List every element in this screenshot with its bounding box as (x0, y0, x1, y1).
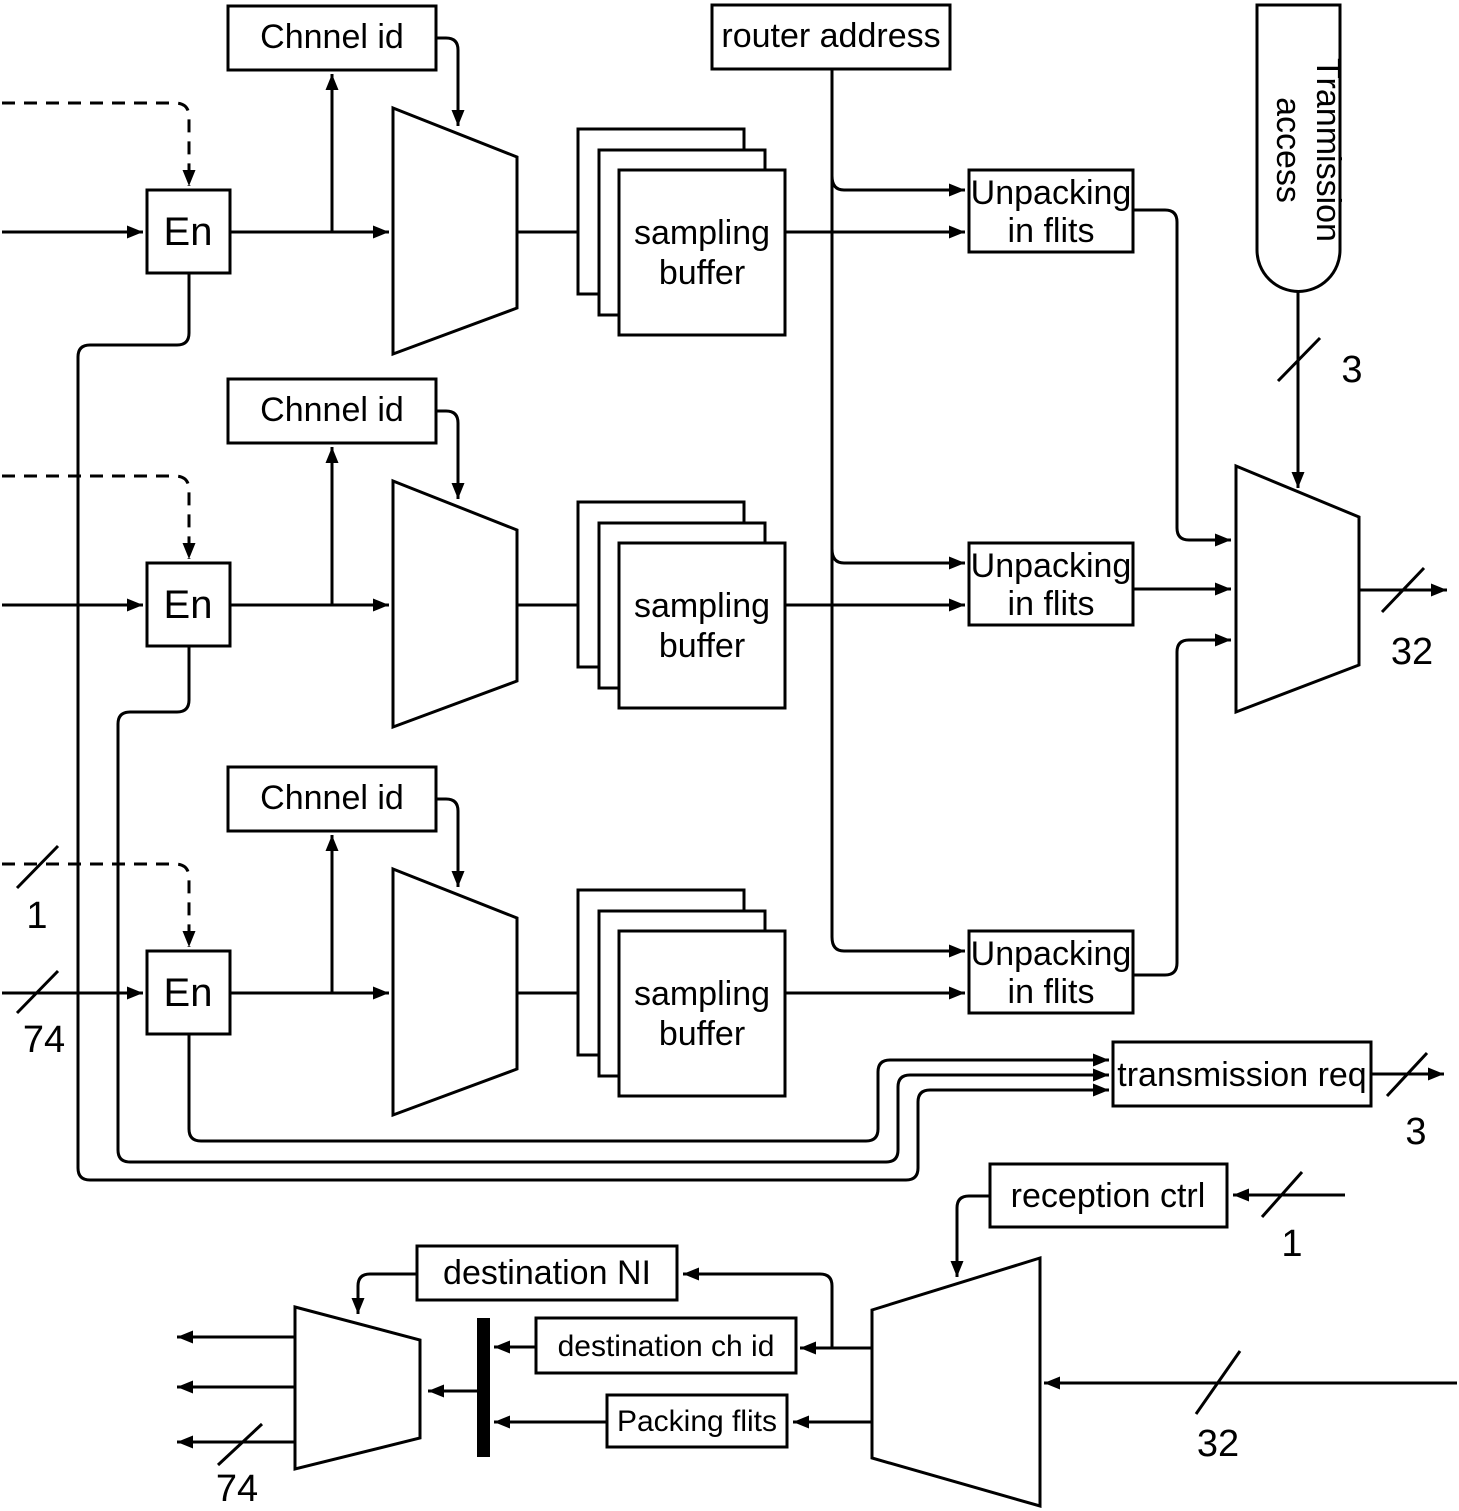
router-addr-branch-wire (830, 175, 965, 197)
en1-req-wire (76, 273, 1109, 1182)
enable-dashed-wire (2, 474, 196, 559)
unpacking-label-1: Unpacking (971, 547, 1132, 585)
sampling-buffer-label-1: sampling (634, 587, 770, 625)
sampling-buffer-label-1: sampling (634, 975, 770, 1013)
reception-in-slash (1194, 1350, 1242, 1415)
router-addr-branch-wire (830, 936, 965, 958)
reception-select-wire (950, 1194, 990, 1277)
sampling-buffer-label-1: sampling (634, 214, 770, 252)
router-address-label: router address (721, 17, 940, 55)
transmission-out-slash (1380, 566, 1426, 614)
destination-ni-block (415, 1244, 679, 1302)
reception-in-width-label: 32 (1197, 1423, 1239, 1465)
unpack3-to-mux-wire (1133, 633, 1231, 977)
unpacking-block (967, 541, 1135, 627)
output-demux (293, 1305, 422, 1471)
sampling-buffer-label-2: buffer (659, 627, 745, 665)
enable-label: En (164, 210, 213, 254)
demux-to-ni-wire (683, 1267, 834, 1348)
unpacking-block (967, 929, 1135, 1015)
destination-ni-label: destination NI (443, 1254, 651, 1292)
enable-dashed-wire (2, 862, 196, 947)
channel-id-select-wire (436, 36, 465, 126)
sampling-buffer-front (617, 541, 787, 710)
enable-dashed-wire (2, 101, 196, 186)
channel-mux (391, 478, 519, 730)
channel-id-block (226, 4, 438, 72)
channel-row-1: En Chnnel id sampling buffer Unpacking i… (2, 4, 1135, 357)
router-address-block (710, 3, 952, 71)
unpacking-label-2: in flits (1008, 585, 1095, 623)
transmission-access-label-1: Tranmission (1309, 58, 1347, 242)
channel-id-select-wire (436, 409, 465, 499)
sampling-buffer-label-2: buffer (659, 254, 745, 292)
channel-id-select-wire (436, 797, 465, 887)
enable-label: En (164, 583, 213, 627)
data-width-slash (15, 969, 60, 1015)
reception-ctrl-slash (1260, 1171, 1304, 1218)
unpack1-to-mux-wire (1133, 208, 1231, 547)
en2-req-wire (116, 646, 1109, 1164)
transmission-req-slash (1385, 1051, 1429, 1098)
transmission-mux (1234, 463, 1361, 715)
junction-bus-bar (477, 1318, 490, 1457)
channel-id-block (226, 377, 438, 445)
channel-row-2: En Chnnel id sampling buffer Unpacking i… (2, 377, 1135, 730)
channel-id-label: Chnnel id (260, 18, 404, 56)
channel-id-label: Chnnel id (260, 391, 404, 429)
reception-ctrl-label: reception ctrl (1011, 1177, 1206, 1215)
channel-mux (391, 866, 519, 1118)
sampling-buffer-front (617, 929, 787, 1098)
channel-row-3: En Chnnel id sampling buffer Unpacking i… (2, 765, 1135, 1118)
en3-req-wire (187, 1034, 1109, 1143)
unpacking-label-2: in flits (1008, 212, 1095, 250)
packing-flits-label: Packing flits (617, 1405, 777, 1438)
channel-out-slash (216, 1422, 264, 1467)
access-width-slash (1276, 336, 1322, 383)
router-addr-branch-wire (830, 548, 965, 570)
channel-mux (391, 105, 519, 357)
channel-id-label: Chnnel id (260, 779, 404, 817)
reception-ctrl-block (988, 1162, 1229, 1229)
transmission-access-capsule (1255, 3, 1342, 293)
unpacking-block (967, 168, 1135, 254)
access-width-label: 3 (1341, 349, 1362, 391)
transmission-access-label-2: access (1269, 97, 1307, 203)
enable-label: En (164, 971, 213, 1015)
channel-id-block (226, 765, 438, 833)
enable-width-label: 1 (26, 895, 47, 937)
enable-block (145, 561, 232, 648)
channel-out-width-label: 74 (216, 1468, 258, 1510)
unpacking-label-1: Unpacking (971, 935, 1132, 973)
transmission-req-label: transmission req (1117, 1056, 1366, 1094)
unpacking-label-2: in flits (1008, 973, 1095, 1011)
sampling-buffer-front (617, 168, 787, 337)
enable-width-slash (15, 844, 60, 890)
reception-ctrl-width-label: 1 (1281, 1223, 1302, 1265)
transmission-out-width-label: 32 (1391, 631, 1433, 673)
transmission-req-block (1111, 1040, 1373, 1108)
destination-ch-id-label: destination ch id (558, 1330, 775, 1363)
sampling-buffer-label-2: buffer (659, 1015, 745, 1053)
data-width-label: 74 (23, 1019, 65, 1061)
reception-demux (870, 1255, 1042, 1508)
transmission-req-width-label: 3 (1405, 1111, 1426, 1153)
ni-select-wire (351, 1272, 417, 1314)
unpacking-label-1: Unpacking (971, 174, 1132, 212)
